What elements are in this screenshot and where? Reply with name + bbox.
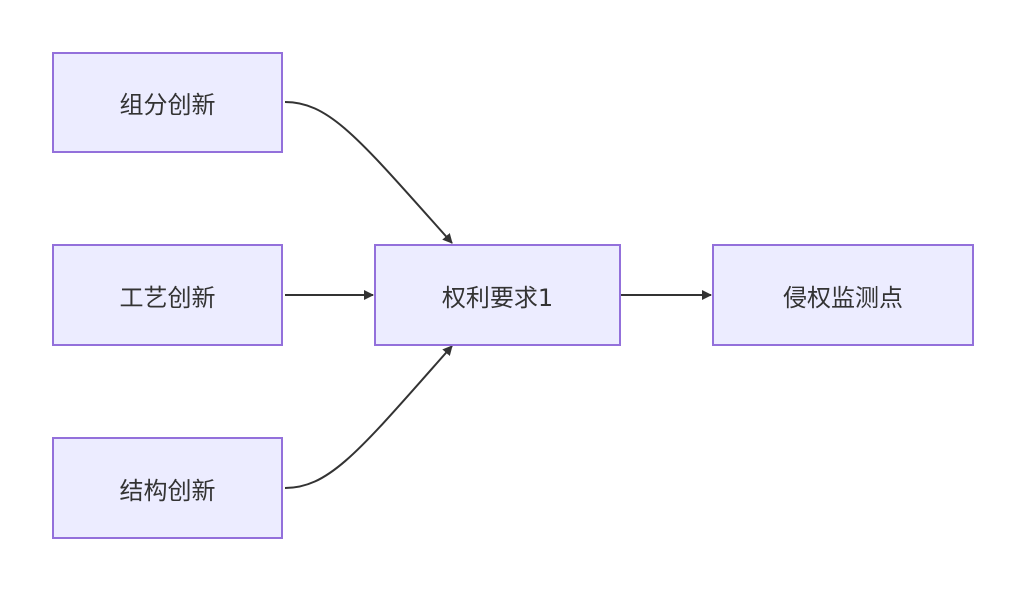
node-label: 组分创新	[119, 91, 216, 119]
node-label: 工艺创新	[119, 283, 216, 312]
node-label: 结构创新	[119, 476, 216, 505]
node-claim-1: 权利要求1	[374, 244, 621, 346]
edge-component-to-claim	[284, 101, 453, 244]
node-infringement-monitoring-point: 侵权监测点	[712, 244, 974, 346]
node-structure-innovation: 结构创新	[52, 437, 283, 539]
node-label: 侵权监测点	[783, 283, 903, 312]
node-component-innovation: 组分创新	[52, 52, 283, 153]
node-label: 权利要求1	[441, 283, 554, 312]
edge-structure-to-claim	[284, 345, 453, 489]
node-process-innovation: 工艺创新	[52, 244, 283, 346]
